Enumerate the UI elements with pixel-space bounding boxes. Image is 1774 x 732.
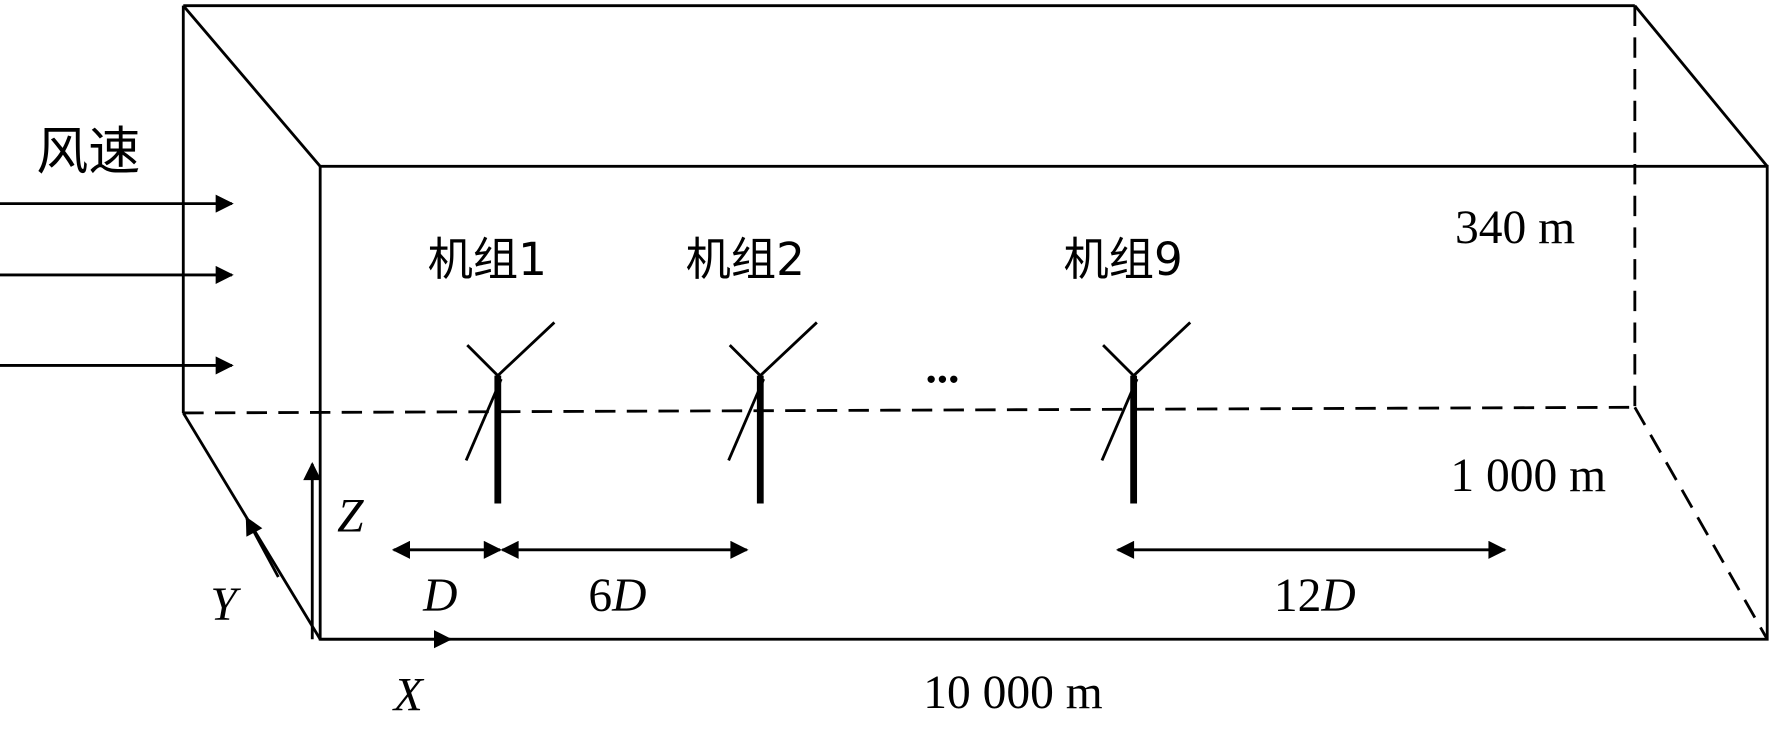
axes bbox=[245, 462, 453, 649]
domain-box bbox=[181, 4, 1769, 641]
spacing-d-label: D bbox=[422, 570, 457, 622]
y-axis-label: Y bbox=[210, 579, 241, 631]
spacing-12d-label: 12D bbox=[1274, 570, 1356, 622]
ellipsis: ... bbox=[925, 342, 959, 392]
turbine-2-label: 机组2 bbox=[686, 233, 805, 286]
z-axis-label: Z bbox=[337, 491, 364, 543]
length-dimension-label: 10 000 m bbox=[923, 667, 1102, 719]
wind-arrows bbox=[0, 194, 234, 375]
turbine-2 bbox=[727, 321, 818, 504]
turbine-9-label: 机组9 bbox=[1063, 233, 1182, 286]
turbine-9 bbox=[1100, 321, 1192, 504]
x-axis-label: X bbox=[392, 670, 425, 722]
turbine-1-label: 机组1 bbox=[428, 233, 547, 286]
height-dimension-label: 340 m bbox=[1455, 202, 1575, 254]
width-dimension-label: 1 000 m bbox=[1450, 450, 1606, 502]
turbine-1 bbox=[464, 321, 556, 504]
spacing-6d-label: 6D bbox=[588, 570, 646, 622]
wind-speed-label: 风速 bbox=[36, 123, 140, 183]
